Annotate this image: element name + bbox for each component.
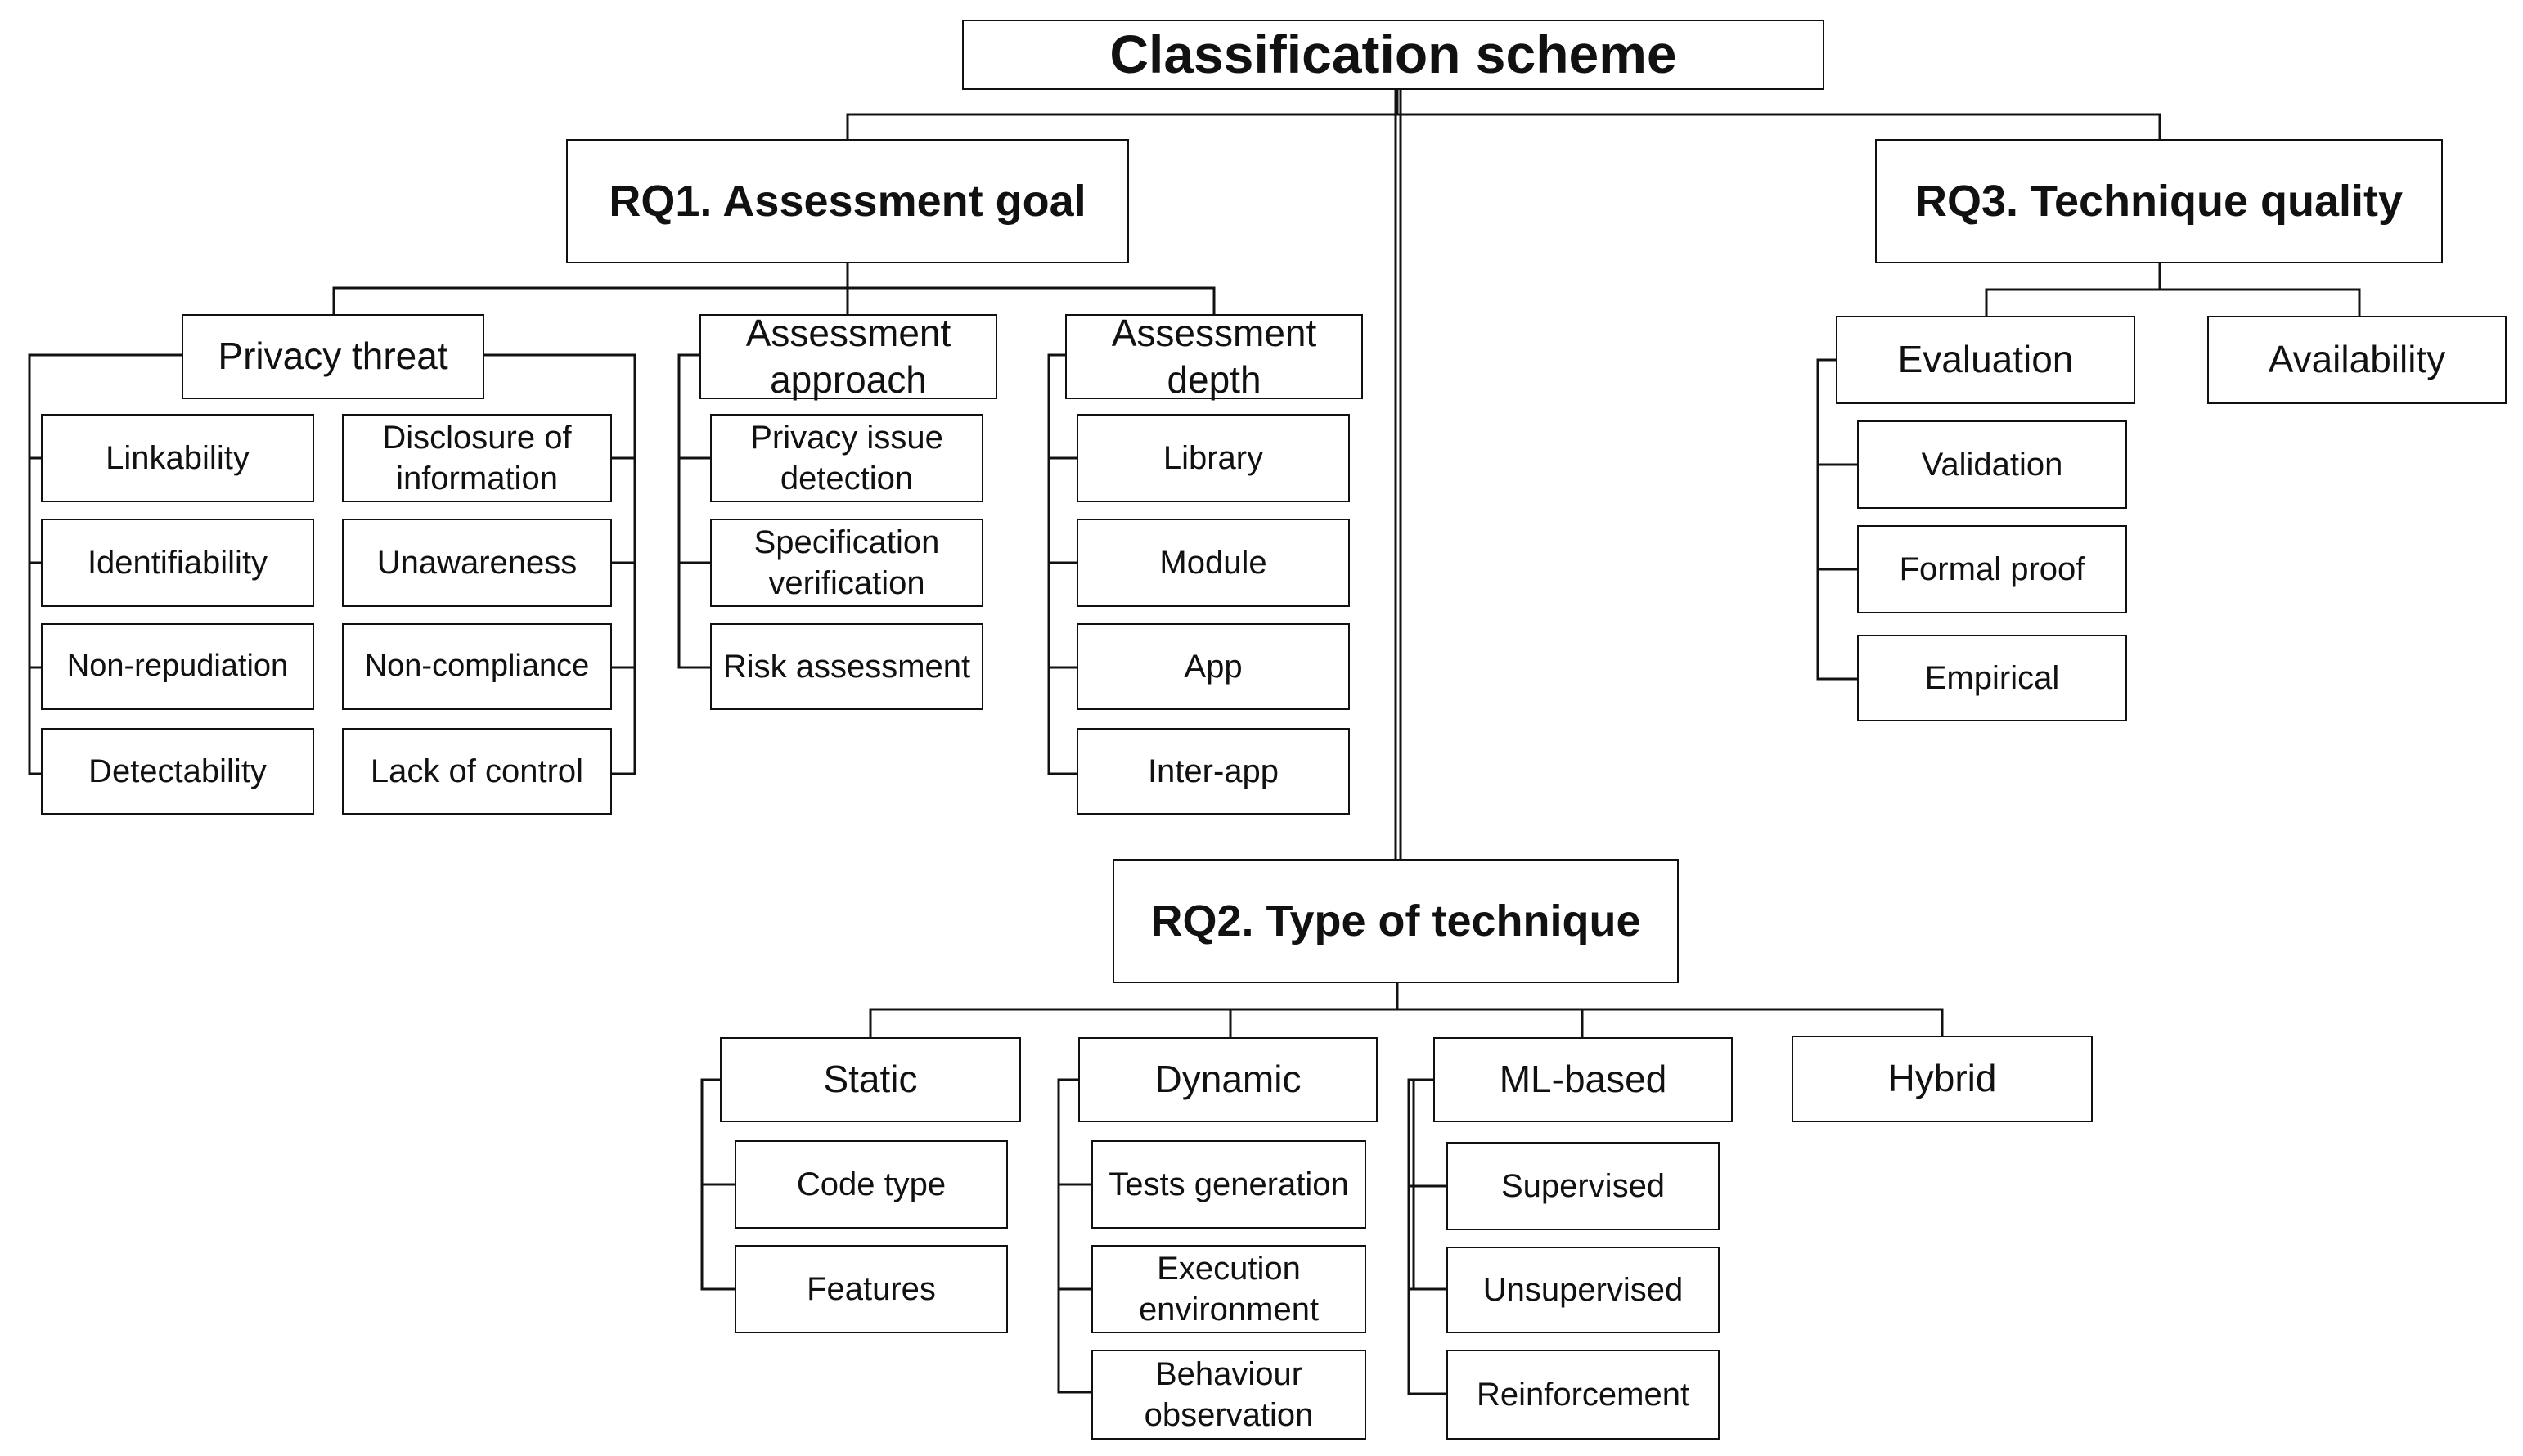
app-node: App xyxy=(1077,623,1350,710)
static-node: Static xyxy=(720,1037,1021,1122)
connector-evaluation xyxy=(1816,358,1857,681)
connector-root-rq3 xyxy=(1397,113,2161,139)
rq1-node: RQ1. Assessment goal xyxy=(566,139,1129,263)
unawareness-node: Unawareness xyxy=(342,519,612,607)
connector-privacy-left xyxy=(28,353,182,775)
rq2-node: RQ2. Type of technique xyxy=(1113,859,1679,983)
supervised-node: Supervised xyxy=(1446,1142,1720,1230)
code-type-node: Code type xyxy=(735,1140,1008,1229)
linkability-node: Linkability xyxy=(41,414,314,502)
connector-root-rq1 xyxy=(846,90,1399,139)
risk-assessment-node: Risk assessment xyxy=(710,623,983,710)
connector-approach xyxy=(677,353,710,669)
connector-rq2-categories xyxy=(869,1008,1944,1037)
privacy-issue-detection-node: Privacy issue detection xyxy=(710,414,983,502)
inter-app-node: Inter-app xyxy=(1077,728,1350,815)
reinforcement-node: Reinforcement xyxy=(1446,1350,1720,1440)
availability-node: Availability xyxy=(2207,316,2507,404)
ml-based-node: ML-based xyxy=(1433,1037,1733,1122)
root-node: Classification scheme xyxy=(962,20,1824,90)
behaviour-observation-node: Behaviour observation xyxy=(1091,1350,1366,1440)
non-repudiation-node: Non-repudiation xyxy=(41,623,314,710)
module-node: Module xyxy=(1077,519,1350,607)
execution-environment-node: Execution environment xyxy=(1091,1245,1366,1333)
library-node: Library xyxy=(1077,414,1350,502)
connector-dynamic-items xyxy=(1057,1078,1091,1394)
privacy-threat-node: Privacy threat xyxy=(182,314,484,399)
assessment-approach-node: Assessment approach xyxy=(699,312,997,401)
detectability-node: Detectability xyxy=(41,728,314,815)
identifiability-node: Identifiability xyxy=(41,519,314,607)
connector-rq1-categories xyxy=(332,286,1216,314)
dynamic-node: Dynamic xyxy=(1078,1037,1378,1122)
unsupervised-node: Unsupervised xyxy=(1446,1247,1720,1333)
tests-generation-node: Tests generation xyxy=(1091,1140,1366,1229)
validation-node: Validation xyxy=(1857,420,2127,509)
specification-verification-node: Specification verification xyxy=(710,519,983,607)
non-compliance-node: Non-compliance xyxy=(342,623,612,710)
evaluation-node: Evaluation xyxy=(1836,316,2135,404)
assessment-depth-node: Assessment depth xyxy=(1065,312,1363,401)
disclosure-node: Disclosure of information xyxy=(342,414,612,502)
lack-of-control-node: Lack of control xyxy=(342,728,612,815)
connector-ml-items xyxy=(1407,1078,1446,1395)
hybrid-node: Hybrid xyxy=(1792,1036,2093,1122)
connector-privacy-right xyxy=(484,353,636,775)
connector-depth xyxy=(1047,353,1077,775)
formal-proof-node: Formal proof xyxy=(1857,525,2127,613)
rq3-node: RQ3. Technique quality xyxy=(1875,139,2443,263)
features-node: Features xyxy=(735,1245,1008,1333)
connector-rq3-categories xyxy=(1985,288,2361,316)
empirical-node: Empirical xyxy=(1857,635,2127,721)
